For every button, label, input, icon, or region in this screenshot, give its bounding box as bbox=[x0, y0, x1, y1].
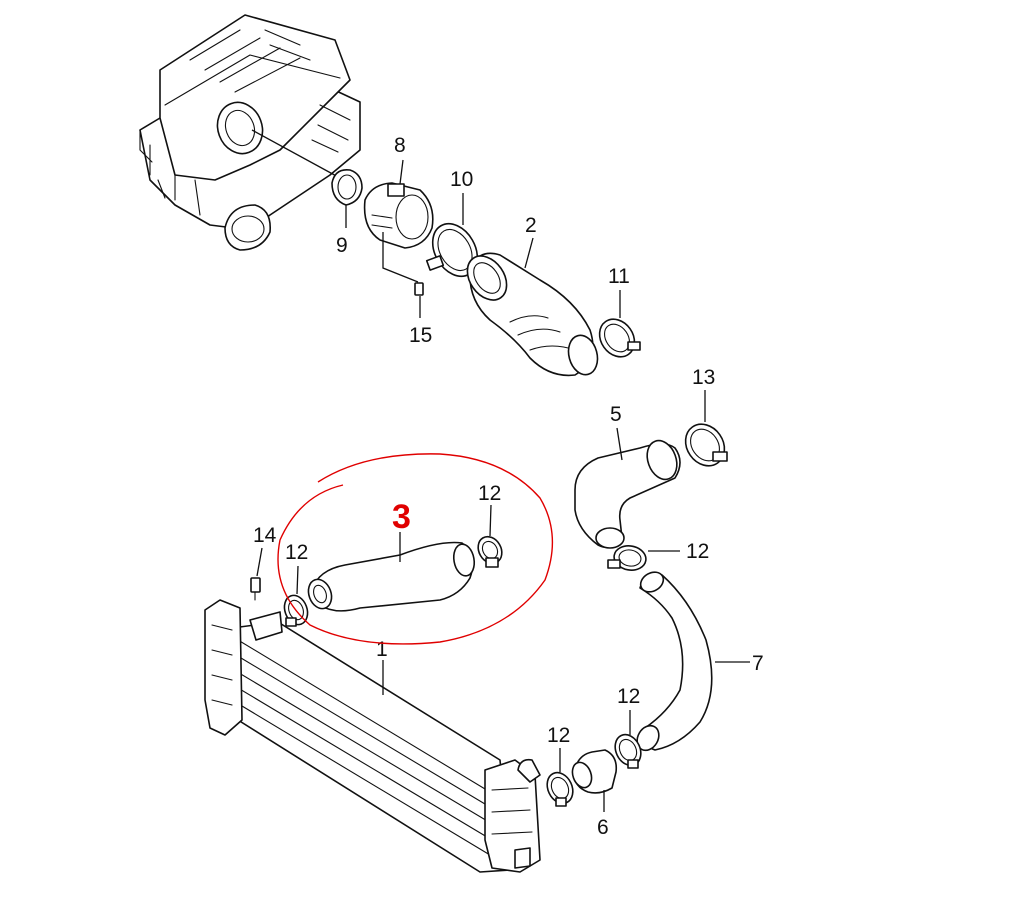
hose-2 bbox=[466, 252, 599, 377]
callout-1: 1 bbox=[376, 638, 388, 661]
callout-12-hose5: 12 bbox=[686, 540, 709, 563]
callout-9: 9 bbox=[336, 234, 348, 257]
bolt-15 bbox=[414, 282, 424, 296]
clamp-12-pipe6 bbox=[546, 771, 574, 807]
clamp-12-hose5 bbox=[607, 545, 647, 571]
leader-12-hose3-right bbox=[489, 504, 492, 537]
callout-8: 8 bbox=[394, 134, 406, 157]
air-cleaner-housing bbox=[139, 14, 361, 251]
highlight-ring bbox=[277, 453, 554, 645]
callout-12-pipe6: 12 bbox=[547, 724, 570, 747]
callout-13: 13 bbox=[692, 366, 715, 389]
callout-14: 14 bbox=[253, 524, 277, 547]
leader-14 bbox=[256, 547, 263, 577]
leader-2 bbox=[524, 237, 534, 269]
air-flow-sensor-8 bbox=[363, 182, 434, 249]
clamp-12-hose7-lower bbox=[614, 733, 642, 769]
hose-7 bbox=[636, 571, 713, 752]
bolt-14 bbox=[250, 577, 261, 601]
callout-7: 7 bbox=[752, 652, 764, 675]
leader-bolt-path bbox=[382, 232, 419, 283]
clamp-10 bbox=[425, 222, 479, 278]
hose-5 bbox=[574, 439, 681, 549]
gasket-9 bbox=[331, 168, 363, 206]
leader-12-hose3-left bbox=[296, 565, 299, 595]
callout-6: 6 bbox=[597, 816, 609, 839]
pipe-6 bbox=[571, 749, 618, 794]
hose-3 bbox=[307, 541, 476, 612]
callout-3-highlighted: 3 bbox=[392, 498, 411, 536]
clamp-13 bbox=[684, 423, 728, 467]
intercooler-1 bbox=[204, 599, 541, 873]
callout-12-hose3-right: 12 bbox=[478, 482, 501, 505]
leader-housing bbox=[251, 129, 341, 179]
leader-5 bbox=[616, 427, 623, 461]
callout-15: 15 bbox=[409, 324, 432, 347]
callout-5: 5 bbox=[610, 403, 622, 426]
callout-2: 2 bbox=[525, 214, 537, 237]
callout-10: 10 bbox=[450, 168, 473, 191]
callout-12-hose3-left: 12 bbox=[285, 541, 308, 564]
clamp-12-hose3-right bbox=[477, 535, 503, 568]
leader-8 bbox=[399, 159, 404, 185]
clamp-11 bbox=[598, 318, 641, 358]
callout-12-hose7-lower: 12 bbox=[617, 685, 640, 708]
callout-11: 11 bbox=[608, 265, 630, 288]
